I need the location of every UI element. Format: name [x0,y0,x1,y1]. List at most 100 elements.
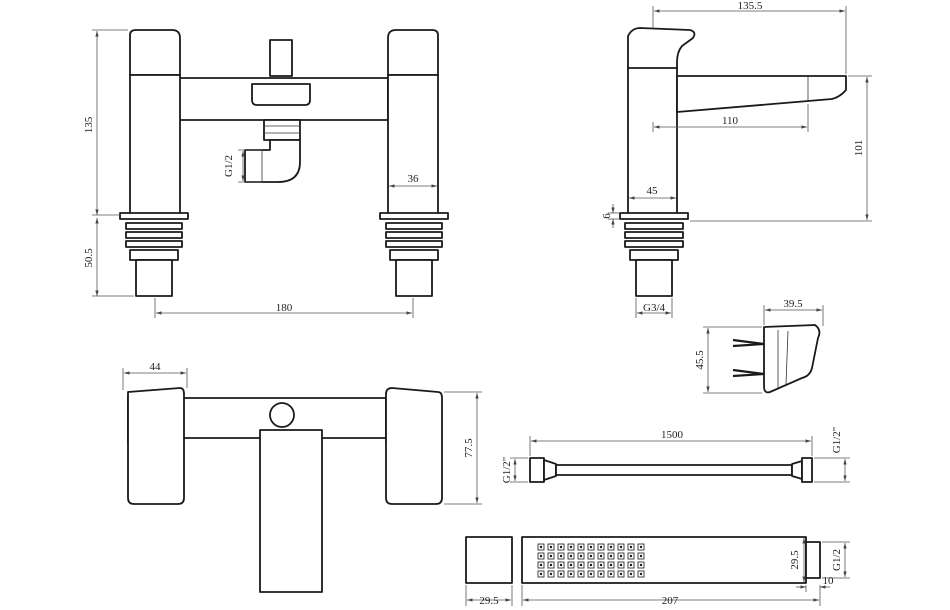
handset-nozzle-hole [589,545,593,549]
handset-nozzle-hole [569,554,573,558]
front-outlet-thread-dimension: G1/2 [223,155,235,177]
front-right-plate [379,212,449,220]
holder-view: 39.5 45.5 [694,298,824,394]
side-total-height-dimension: 101 [853,140,865,157]
holder-body [763,324,821,394]
handset-nozzle-hole [639,545,643,549]
top-view: 44 77.5 [122,361,482,593]
side-thread-dimension: G3/4 [643,302,666,314]
side-tail [635,259,673,297]
handset-nozzle-hole [599,563,603,567]
handset-nozzle-hole [639,572,643,576]
front-height-dimension: 135 [83,116,95,133]
handset-end-width-dimension: 29.5 [479,595,499,607]
handset-nozzle-hole [629,545,633,549]
handset-nozzle-hole [609,563,613,567]
handset-nozzle-hole [539,572,543,576]
handset-nozzle-hole [559,554,563,558]
top-left-handle [127,387,185,505]
side-plate-dimension: 6 [601,213,613,219]
handset-body [521,536,807,584]
front-view: 135 50.5 180 36 G1/2 [83,29,449,318]
handset-nozzle-hole [629,572,633,576]
diverter-knob [269,39,293,77]
front-left-tail [135,259,173,297]
side-body [627,67,678,216]
handset-nozzle-hole [609,554,613,558]
handset-nozzle-hole [579,554,583,558]
holder-width-dimension: 39.5 [783,298,803,310]
hose-tube [555,464,793,476]
hose-left-nut [529,457,545,483]
front-right-tail [395,259,433,297]
handset-nozzle-hole [629,563,633,567]
handset-nozzle-hole [619,572,623,576]
handset-nozzle-hole [589,572,593,576]
hose-right-cone [791,460,803,480]
top-spout [259,429,323,593]
handset-nozzle-hole [559,545,563,549]
handset-nozzle-hole [549,572,553,576]
handset-connector [805,541,821,579]
handset-nozzle-hole [549,563,553,567]
front-base-height-dimension: 50.5 [83,248,95,268]
handset-nozzle-hole [599,545,603,549]
handset-nozzle-hole [599,572,603,576]
side-plate [619,212,689,220]
handset-nozzle-hole [539,554,543,558]
handset-nozzle-hole [559,563,563,567]
front-left-leg [129,74,181,216]
top-right-handle [385,387,443,505]
handset-nozzle-hole [609,572,613,576]
handset-nozzle-grid [537,543,645,578]
handset-nozzle-hole [609,545,613,549]
side-handle [627,27,696,71]
front-outlet-nut [263,119,301,141]
top-depth-dimension: 77.5 [463,438,475,458]
handset-nozzle-hole [619,554,623,558]
handset-nozzle-hole [579,545,583,549]
top-width-dimension: 44 [150,361,162,373]
handset-nozzle-hole [619,545,623,549]
handset-view: 29.5 207 29.5 G1/2 10 [465,536,850,607]
hose-left-thread-dimension: G1/2" [501,457,513,484]
front-left-handle [129,29,181,76]
handset-nozzle-hole [619,563,623,567]
hose-right-nut [801,457,813,483]
handset-nozzle-hole [639,563,643,567]
hose-left-cone [543,459,557,481]
handset-nozzle-hole [539,563,543,567]
handset-nozzle-hole [549,545,553,549]
hose-right-thread-dimension: G1/2" [831,427,843,454]
top-diverter-knob [269,402,295,428]
diverter-base [251,83,311,106]
hose-length-dimension: 1500 [661,429,684,441]
hose-view: 1500 G1/2" G1/2" [501,427,850,484]
handset-nozzle-hole [559,572,563,576]
handset-nozzle-hole [579,572,583,576]
handset-nozzle-hole [599,554,603,558]
handset-nozzle-hole [589,563,593,567]
side-view: 135.5 110 101 45 6 G3/4 [601,0,872,318]
handset-length-dimension: 207 [662,595,679,607]
handset-connector-dimension: 10 [823,575,835,587]
front-outlet-elbow [244,139,301,183]
side-body-width-dimension: 45 [647,185,659,197]
front-right-leg [387,74,439,216]
handset-nozzle-hole [639,554,643,558]
side-spout [676,75,847,113]
handset-nozzle-hole [569,572,573,576]
handset-nozzle-hole [629,554,633,558]
front-right-handle [387,29,439,76]
front-leg-width-dimension: 36 [408,173,420,185]
handset-nozzle-hole [549,554,553,558]
front-left-plate [119,212,189,220]
side-top-length-dimension: 135.5 [738,0,763,12]
handset-end-view [465,536,513,584]
holder-height-dimension: 45.5 [694,350,706,370]
handset-nozzle-hole [539,545,543,549]
handset-thread-dimension: G1/2 [831,549,843,571]
handset-nozzle-hole [569,563,573,567]
side-spout-length-dimension: 110 [722,115,739,127]
